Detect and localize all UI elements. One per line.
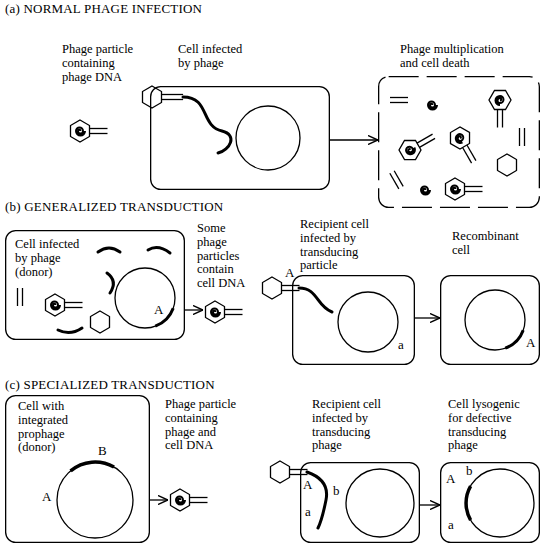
dna-fragment [98,248,120,252]
phage-tail [390,98,408,103]
cell-outline [292,275,415,365]
process-arrow [185,309,203,310]
panel-heading: (b) GENERALIZED TRANSDUCTION [5,200,223,214]
donor-cell: Cell infected by phage (donor) A [5,230,185,340]
cell-wall [379,77,540,208]
empty-phage-head [143,86,162,108]
gene-label: A [42,490,51,504]
caption: Phage multiplication and cell death [400,43,518,71]
phage-icon [446,124,484,167]
caption: Cell infected by phage [178,43,253,71]
bacterial-chromosome [466,469,534,537]
phage-icon [71,120,108,142]
cell-wall [6,396,150,543]
bacterial-chromosome [338,292,398,352]
phage-tail [162,95,184,100]
bacterial-chromosome [236,106,300,170]
prophage-segment [466,486,471,520]
caption: Cell infected by phage (donor) [15,238,90,279]
dna-fragment [58,328,82,333]
transducing-phage: Phage particle containing phage and cell… [168,487,210,513]
caption: Phage particle containing phage and cell… [165,398,237,453]
phage-icon [206,301,243,323]
cell-wall [151,87,330,190]
gene-segment [505,330,523,348]
gene-label: B [98,444,107,458]
gene-label: A [303,478,312,492]
phage-particle: Phage particle containing phage DNA [68,118,112,144]
empty-phage-head [91,311,110,333]
empty-phage-head [498,154,517,176]
phage-icon [46,294,83,316]
bacterial-chromosome [465,290,525,350]
bacterial-chromosome [346,469,414,537]
phage-tail [18,288,23,306]
cell-outline [150,86,330,190]
cell-wall [441,276,540,365]
caption: Cell with integrated prophage (donor) [18,400,88,455]
recipient-cell: Recipient cell infected by transducing p… [292,275,415,365]
caption: Cell lysogenic for defective transducing… [448,398,530,453]
gene-label: a [305,505,311,519]
dna-fragment [148,248,170,253]
transducing-particle: Some phage particles contain cell DNA [203,299,245,325]
phage-dna [421,187,430,195]
gene-label: a [448,518,454,532]
lysed-cell: Phage multiplication and cell death [378,76,540,208]
injected-dna [183,97,231,153]
empty-phage-head [271,461,290,483]
panel-heading: (a) NORMAL PHAGE INFECTION [5,2,202,16]
caption: Recombinant cell [452,230,532,258]
phage-icon [171,489,208,511]
caption: Recipient cell infected by transducing p… [300,218,382,273]
phage-tail [520,128,525,146]
recombinant-cell: Recombinant cellA [440,275,540,365]
phage-icon [396,127,439,165]
process-arrow [330,139,378,140]
caption: Recipient cell infected by transducing p… [312,398,394,453]
gene-label: A [526,336,535,350]
donor-cell: Cell with integrated prophage (donor) B A [5,395,150,543]
process-arrow [420,504,440,505]
gene-label: b [466,464,473,478]
cell-wall [6,231,185,340]
phage-tail [282,286,300,291]
gene-label: A [285,266,294,280]
phage-dna [428,102,437,110]
phage-icon [446,178,483,200]
empty-phage-head [263,277,282,299]
cell-wall [441,463,540,543]
process-arrow [415,317,440,318]
gene-label: a [398,338,404,352]
gene-label: A [446,472,455,486]
prophage-segment [71,462,114,471]
panel-heading: (c) SPECIALIZED TRANSDUCTION [5,378,215,392]
cell-outline [440,275,540,365]
phage-tail [390,171,403,189]
process-arrow [150,499,168,500]
infected-cell: Cell infected by phage [150,86,330,190]
bacterial-chromosome [115,268,175,328]
dna-fragment [107,273,113,293]
recipient-cell: Recipient cell infected by transducing p… [300,462,420,543]
cell-outline [378,76,540,208]
phage-icon [489,91,511,128]
injected-dna [299,288,332,312]
caption: Some phage particles contain cell DNA [197,222,253,291]
gene-label: b [333,484,340,498]
lysogenic-cell: Cell lysogenic for defective transducing… [440,462,540,543]
phage-tail [290,470,308,475]
cell-wall [301,463,420,543]
cell-outline [300,462,420,543]
cell-wall [293,276,415,365]
caption: Phage particle containing phage DNA [62,43,142,84]
gene-label: A [154,303,163,317]
bacterial-chromosome [57,462,133,538]
